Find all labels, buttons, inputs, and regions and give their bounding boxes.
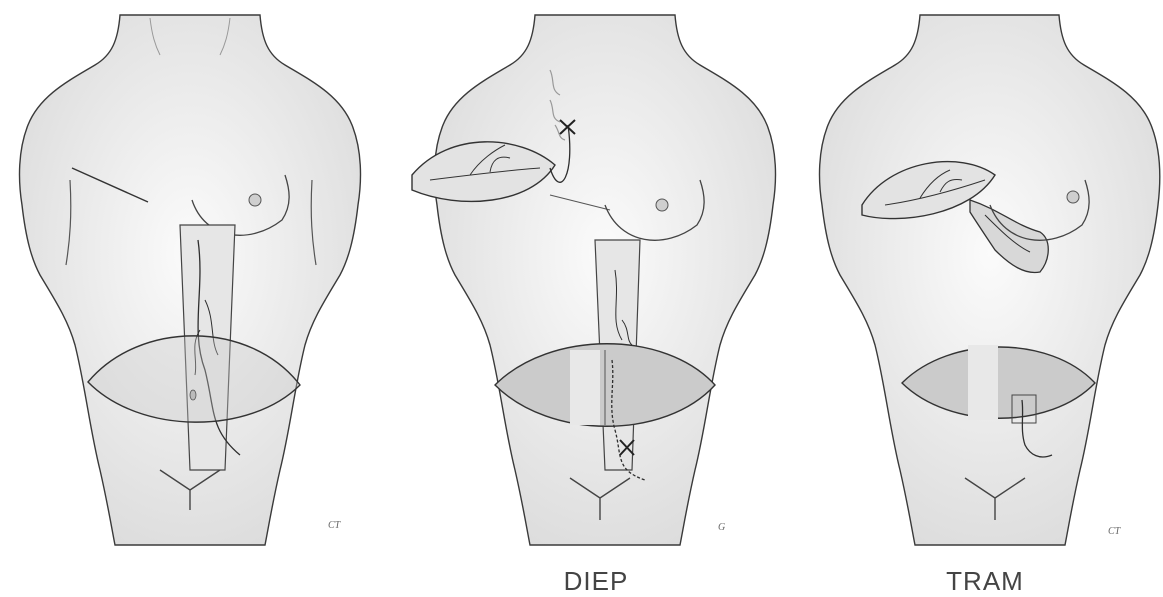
artist-signature: G — [718, 522, 725, 533]
figure-tram: CT TRAM — [790, 0, 1163, 593]
torso-illustration — [400, 0, 780, 560]
nipple — [249, 194, 261, 206]
figure-donor-site: CT — [0, 0, 390, 593]
figure-caption-diep: DIEP — [496, 566, 696, 597]
torso-illustration — [0, 0, 390, 560]
nipple — [1067, 191, 1079, 203]
artist-signature: CT — [1108, 526, 1120, 537]
nipple — [656, 199, 668, 211]
artist-signature: CT — [328, 520, 340, 531]
torso-illustration — [790, 0, 1163, 560]
figure-diep: G DIEP — [400, 0, 780, 593]
figure-caption-tram: TRAM — [885, 566, 1085, 597]
torso-outline — [820, 15, 1160, 545]
